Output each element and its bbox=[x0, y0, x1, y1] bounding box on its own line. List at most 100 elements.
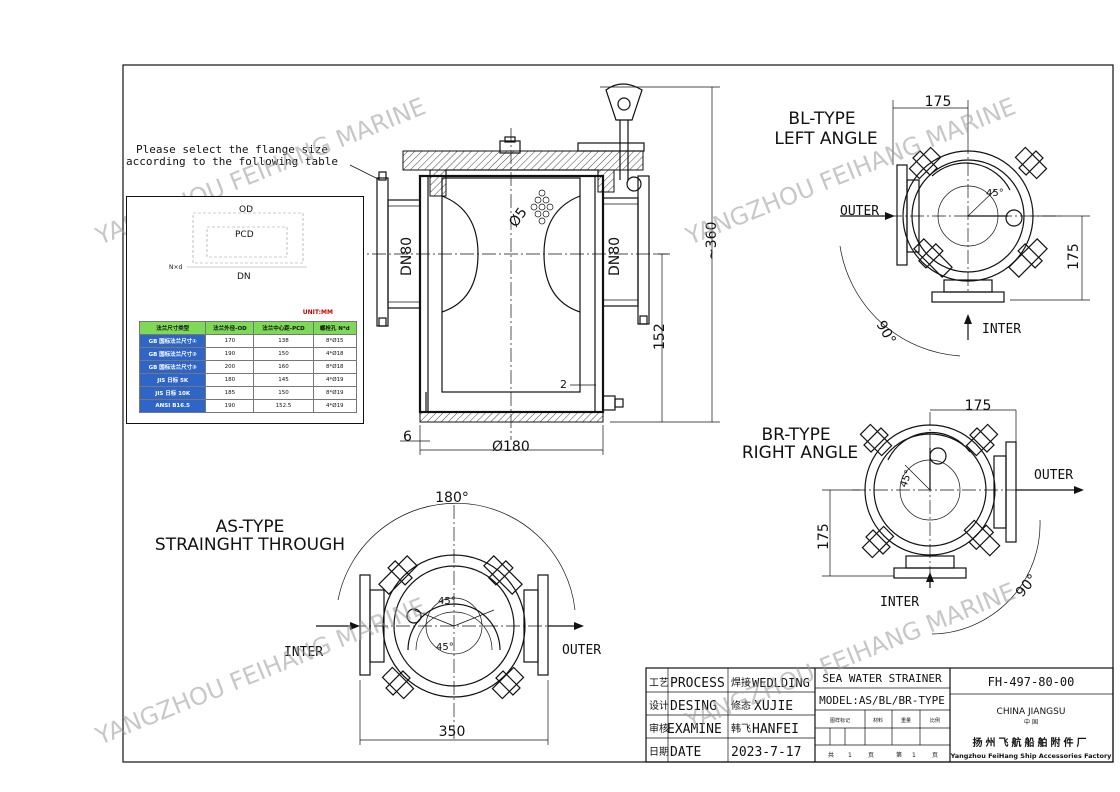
tb-location: CHINA JIANGSU bbox=[997, 707, 1066, 717]
br-inter: INTER bbox=[880, 595, 919, 610]
dn-right-label: DN80 bbox=[607, 237, 623, 276]
flange-sketch: OD PCD DN N×d bbox=[169, 205, 307, 282]
base-label: 6 bbox=[403, 429, 412, 445]
main-dimensions bbox=[400, 86, 720, 455]
tb-drawing-no: FH-497-80-00 bbox=[988, 675, 1075, 689]
as-angle-1: 45° bbox=[438, 596, 456, 607]
table-cell: GB 国标法兰尺寸③ bbox=[138, 360, 207, 374]
tb-check-cn: 修态 bbox=[731, 699, 751, 712]
note-leader bbox=[349, 164, 381, 181]
bl-inter: INTER bbox=[982, 322, 1021, 337]
diameter-label: Ø180 bbox=[492, 439, 530, 455]
tb-audit-cn: 韩飞 bbox=[731, 722, 751, 735]
as-outer: OUTER bbox=[562, 643, 601, 658]
br-arc: 90° bbox=[1013, 571, 1041, 600]
br-angle: 45° bbox=[898, 469, 914, 489]
as-type-view bbox=[316, 502, 584, 745]
table-cell: 145 bbox=[253, 373, 314, 387]
title-block bbox=[645, 667, 1114, 763]
table-cell: 190 bbox=[205, 347, 255, 361]
tb-company-cn: 扬州飞航船舶附件厂 bbox=[973, 736, 1090, 749]
bl-dim-side: 175 bbox=[1066, 243, 1082, 270]
dn-left-label: DN80 bbox=[399, 237, 415, 276]
wall-label: 2 bbox=[560, 378, 567, 391]
table-cell: GB 国标法兰尺寸① bbox=[138, 334, 207, 348]
table-cell: 4*Ø19 bbox=[312, 399, 358, 413]
tb-model: MODEL:AS/BL/BR-TYPE bbox=[819, 694, 945, 707]
height-total-label: ~360 bbox=[704, 222, 720, 260]
table-cell: JIS 日标 10K bbox=[138, 386, 207, 400]
sketch-dn: DN bbox=[237, 272, 251, 282]
tb-sub-header-1: 图样标记 bbox=[830, 717, 850, 724]
main-section-view bbox=[350, 83, 670, 440]
table-unit: UNIT:MM bbox=[302, 309, 333, 316]
as-title-2: STRAINGHT THROUGH bbox=[155, 535, 345, 555]
table-header: 法兰尺寸类型 bbox=[138, 321, 207, 335]
table-cell: 4*Ø19 bbox=[312, 373, 358, 387]
tb-bottom-2: 1 bbox=[848, 752, 852, 759]
table-cell: GB 国标法兰尺寸② bbox=[138, 347, 207, 361]
watermark-3: YANGZHOU FEIHANG MARINE bbox=[91, 592, 430, 751]
tb-design-cn: 设计 bbox=[649, 699, 669, 712]
as-width: 350 bbox=[439, 724, 466, 740]
table-cell: JIS 日标 5K bbox=[138, 373, 207, 387]
table-row: GB 国标法兰尺寸③ 200 160 8*Ø18 bbox=[138, 360, 358, 374]
br-outer: OUTER bbox=[1034, 468, 1073, 483]
tb-date-label: DATE bbox=[670, 745, 701, 760]
tb-sub-header-2: 材料 bbox=[873, 717, 883, 724]
table-cell: 200 bbox=[205, 360, 255, 374]
tb-location-cn: 中 国 bbox=[1024, 718, 1038, 726]
table-cell: 152.5 bbox=[253, 399, 314, 413]
hole-size-label: Ø5 bbox=[506, 205, 531, 231]
tb-process-cn: 工艺 bbox=[649, 677, 669, 689]
sketch-pcd: PCD bbox=[235, 230, 254, 240]
br-title-2: RIGHT ANGLE bbox=[742, 443, 858, 463]
note-line-2: according to the following table bbox=[126, 155, 338, 168]
tb-sub-header-4: 比例 bbox=[930, 717, 940, 724]
bl-title-1: BL-TYPE bbox=[788, 109, 855, 129]
table-cell: 150 bbox=[253, 347, 314, 361]
watermark-4: YANGZHOU FEIHANG MARINE bbox=[681, 577, 1020, 736]
table-cell: 4*Ø18 bbox=[312, 347, 358, 361]
table-cell: 180 bbox=[205, 373, 255, 387]
table-header: 法兰中心距-PCD bbox=[253, 321, 314, 335]
tb-weld: WEDLDING bbox=[752, 676, 810, 690]
bl-angle: 45° bbox=[986, 188, 1004, 199]
as-arc: 180° bbox=[435, 490, 469, 506]
as-inter: INTER bbox=[284, 645, 323, 660]
tb-date: 2023-7-17 bbox=[731, 745, 801, 760]
br-dim-top: 175 bbox=[965, 398, 992, 414]
tb-sub-header-3: 重量 bbox=[901, 717, 911, 724]
height-lower-label: 152 bbox=[652, 323, 668, 350]
table-cell: 150 bbox=[253, 386, 314, 400]
tb-checker: XUJIE bbox=[754, 699, 793, 714]
table-cell: 8*Ø18 bbox=[312, 360, 358, 374]
br-type-view bbox=[822, 409, 1084, 635]
table-row: GB 国标法兰尺寸② 190 150 4*Ø18 bbox=[138, 347, 358, 361]
bl-type-view bbox=[839, 100, 1090, 357]
br-dim-side: 175 bbox=[816, 523, 832, 550]
tb-bottom-5: 1 bbox=[912, 752, 916, 759]
table-cell: 138 bbox=[253, 334, 314, 348]
table-cell: ANSI B16.5 bbox=[138, 399, 207, 413]
table-row: ANSI B16.5 190 152.5 4*Ø19 bbox=[138, 399, 358, 413]
tb-auditor: HANFEI bbox=[752, 722, 799, 737]
as-title-1: AS-TYPE bbox=[216, 517, 285, 537]
tb-company-en: Yangzhou FeiHang Ship Accessories Factor… bbox=[950, 752, 1113, 760]
tb-examine: EXAMINE bbox=[667, 722, 722, 737]
tb-bottom-4: 第 bbox=[896, 751, 902, 759]
tb-bottom-1: 共 bbox=[828, 751, 834, 759]
sketch-od: OD bbox=[239, 205, 253, 215]
table-header: 法兰外径-OD bbox=[205, 321, 255, 335]
table-cell: 170 bbox=[205, 334, 255, 348]
table-cell: 8*Ø15 bbox=[312, 334, 358, 348]
bl-dim-top: 175 bbox=[925, 94, 952, 110]
as-angle-2: 45° bbox=[436, 642, 454, 653]
tb-bottom-3: 页 bbox=[868, 752, 874, 759]
sketch-nd: N×d bbox=[169, 264, 183, 271]
tb-process: PROCESS bbox=[670, 676, 725, 691]
tb-weld-cn: 焊接 bbox=[731, 676, 751, 689]
table-row: JIS 日标 5K 180 145 4*Ø19 bbox=[138, 373, 358, 387]
table-cell: 190 bbox=[205, 399, 255, 413]
